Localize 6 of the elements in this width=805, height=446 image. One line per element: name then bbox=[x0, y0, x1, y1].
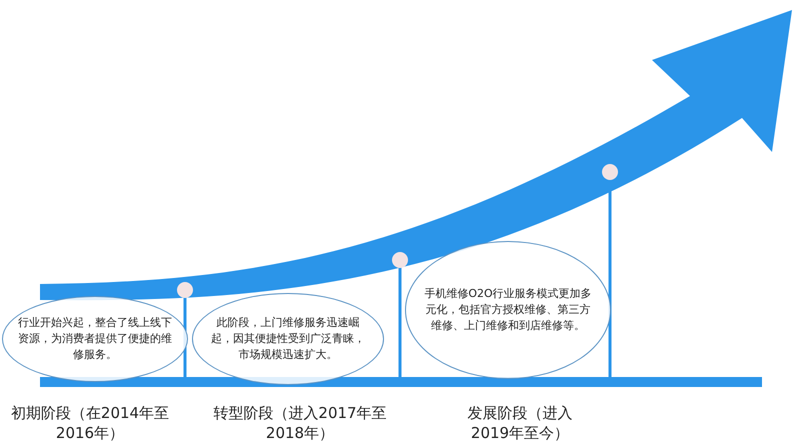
stage-label: 发展阶段（进入2019年至今） bbox=[466, 404, 574, 443]
description-text: 手机维修O2O行业服务模式更加多元化，包括官方授权维修、第三方维修、上门维修和到店维修等。 bbox=[423, 286, 593, 334]
description-text: 此阶段，上门维修服务迅速崛起，因其便捷性受到广泛青睐，市场规模迅速扩大。 bbox=[211, 315, 365, 363]
description-text: 行业开始兴起，整合了线上线下资源，为消费者提供了便捷的维修服务。 bbox=[17, 315, 173, 363]
stage-label: 初期阶段（在2014年至2016年） bbox=[10, 404, 170, 443]
stage-label: 转型阶段（进入2017年至2018年） bbox=[212, 404, 388, 443]
